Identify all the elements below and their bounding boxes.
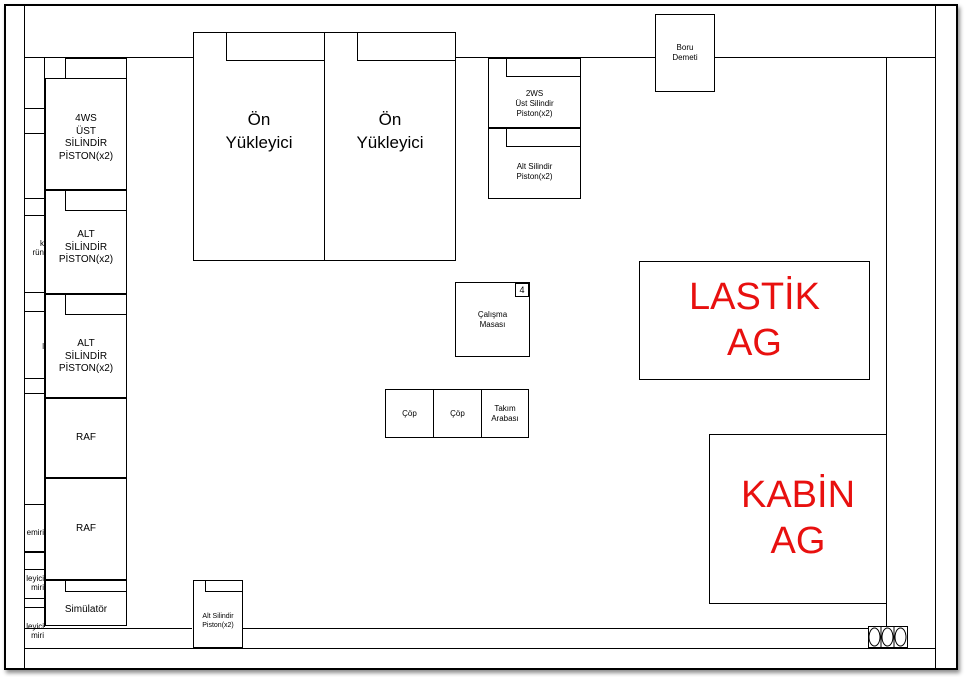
lower-cylinder-label-2: ALT SİLİNDİR PİSTON(x2) xyxy=(58,338,114,375)
lower-cylinder-tab-1 xyxy=(65,190,127,211)
front-loader-label-2: Ön Yükleyici xyxy=(356,110,424,152)
left-cut-box xyxy=(24,598,45,608)
lower-cylinder-tab-2 xyxy=(65,294,127,315)
workbench-number: 4 xyxy=(515,283,529,297)
ws2-upper-cylinder-label: 2WS Üst Silindir Piston(x2) xyxy=(515,89,554,118)
floor-line-2 xyxy=(242,628,872,629)
left-cut-label: emiri xyxy=(26,528,44,537)
front-loader-1: Ön Yükleyici xyxy=(193,32,325,261)
left-cut-label: leyici miri xyxy=(26,574,44,593)
front-loader-2: Ön Yükleyici xyxy=(324,32,456,261)
left-wall-line xyxy=(24,6,25,668)
cabin-area-box: KABİN AG xyxy=(709,434,887,604)
cabin-area-label: KABİN AG xyxy=(740,474,856,562)
left-cut-box xyxy=(24,378,45,394)
simulator-label: Simülatör xyxy=(64,603,108,615)
left-cut-box xyxy=(24,292,45,312)
front-loader-tab-1 xyxy=(226,32,325,61)
workbench-label: Çalışma Masası xyxy=(477,309,508,329)
simulator-tab xyxy=(65,580,127,592)
lower-cylinder-top-label: Alt Silindir Piston(x2) xyxy=(516,161,553,181)
lower-cylinder-top-tab xyxy=(506,128,581,147)
inner-right-wall-line xyxy=(886,57,887,629)
ws4-upper-cylinder-label: 4WS ÜST SİLİNDİR PİSTON(x2) xyxy=(58,113,114,162)
cylinder-symbol-icon xyxy=(868,626,908,648)
left-cut-box xyxy=(24,198,45,216)
shelf-box-2: RAF xyxy=(45,478,127,580)
tool-cart-box: Takım Arabası xyxy=(481,389,529,438)
pipe-bundle-label: Boru Demeti xyxy=(672,43,698,62)
right-wall-line xyxy=(935,6,936,668)
bottom-wall-line xyxy=(24,648,936,649)
left-column-line xyxy=(44,57,45,627)
tire-area-box: LASTİK AG xyxy=(639,261,870,380)
lower-cylinder-label-1: ALT SİLİNDİR PİSTON(x2) xyxy=(58,229,114,266)
floor-line xyxy=(24,628,192,629)
left-cut-label: k rün xyxy=(32,239,44,258)
left-cut-label: leyici miri xyxy=(26,622,44,641)
shelf-label-1: RAF xyxy=(76,431,96,443)
top-wall-line xyxy=(24,57,936,58)
pipe-bundle-box: Boru Demeti xyxy=(655,14,715,92)
lower-cylinder-bottom-label: Alt Silindir Piston(x2) xyxy=(202,613,234,629)
front-loader-tab-2 xyxy=(357,32,456,61)
left-cut-label: l xyxy=(42,342,44,351)
ws4-upper-cylinder-box: 4WS ÜST SİLİNDİR PİSTON(x2) xyxy=(45,78,127,190)
trash-bin-label-2: Çöp xyxy=(450,408,465,418)
trash-bin-2: Çöp xyxy=(433,389,482,438)
floor-plan-frame: k rün l emiri leyici miri leyici miri 4W… xyxy=(4,4,958,670)
ws2-upper-cylinder-tab xyxy=(506,58,581,77)
lower-cylinder-bottom-tab xyxy=(205,580,243,592)
trash-bin-1: Çöp xyxy=(385,389,434,438)
left-cut-box xyxy=(24,504,45,552)
front-loader-label-1: Ön Yükleyici xyxy=(225,110,293,152)
shelf-box-1: RAF xyxy=(45,398,127,478)
tire-area-label: LASTİK AG xyxy=(689,275,820,364)
left-cut-box xyxy=(24,108,45,134)
tool-cart-label: Takım Arabası xyxy=(491,403,519,423)
left-cut-box xyxy=(24,552,45,570)
shelf-label-2: RAF xyxy=(76,522,96,534)
ws4-upper-cylinder-tab xyxy=(65,58,127,79)
trash-bin-label-1: Çöp xyxy=(402,408,417,418)
